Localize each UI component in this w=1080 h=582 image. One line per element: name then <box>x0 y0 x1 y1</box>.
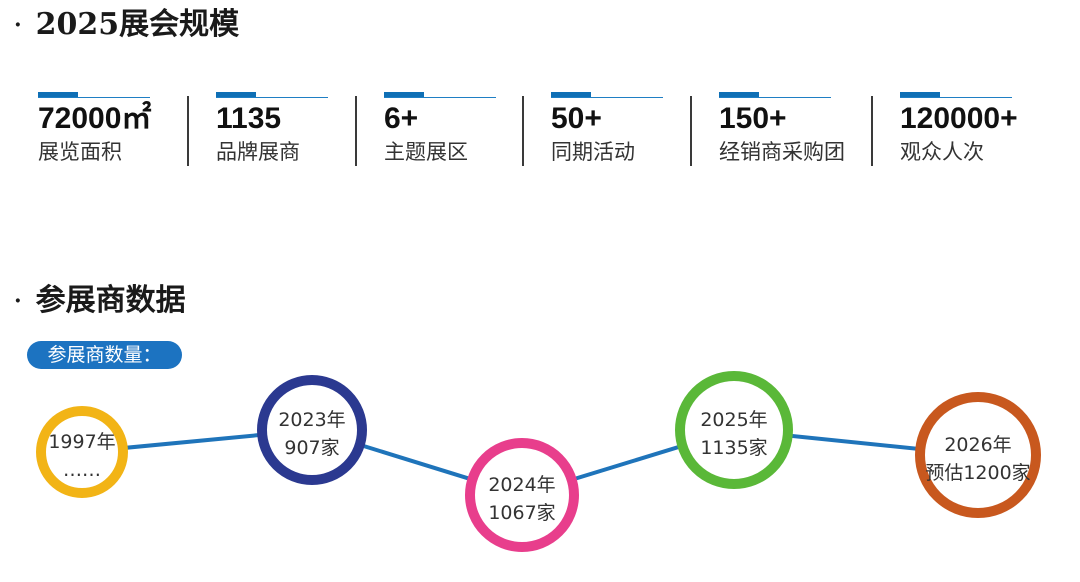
timeline-node: 2024年 1067家 <box>465 438 579 552</box>
stat-label: 经销商采购团 <box>719 140 845 164</box>
timeline-node-year: 2024年 <box>488 474 555 496</box>
timeline-node-year: 2026年 <box>944 434 1011 456</box>
stat-value: 120000+ <box>900 102 1018 135</box>
bullet-icon: · <box>14 288 22 314</box>
stat-value: 50+ <box>551 102 602 135</box>
scale-title-text: 2025展会规模 <box>35 7 240 42</box>
stat-label: 同期活动 <box>551 140 635 164</box>
timeline-node-count: 1135家 <box>700 437 767 459</box>
stat-divider <box>690 96 692 166</box>
stat-label: 展览面积 <box>38 140 122 164</box>
timeline-node-ring <box>257 375 367 485</box>
timeline-node-ring <box>675 371 793 489</box>
exhibitor-title-text: 参展商数据 <box>35 283 186 318</box>
stat-value: 6+ <box>384 102 419 135</box>
stat-divider <box>522 96 524 166</box>
timeline-node-year: 1997年 <box>48 431 115 453</box>
timeline-nodes: 1997年 …… 2023年 907家 2024年 1067家 2025年 1135家 2026… <box>36 371 1041 552</box>
section-title-scale: · 2025展会规模 <box>14 10 239 40</box>
exhibitor-count-badge: 参展商数量： <box>27 341 182 369</box>
timeline-node-year: 2023年 <box>278 409 345 431</box>
stat-divider <box>871 96 873 166</box>
stat-accent-bar <box>900 92 1012 98</box>
stat-label: 观众人次 <box>900 140 984 164</box>
stat-divider <box>355 96 357 166</box>
timeline-node-ring <box>36 406 128 498</box>
stat-accent-bar <box>384 92 496 98</box>
timeline-node-ring <box>915 392 1041 518</box>
timeline-node: 2025年 1135家 <box>675 371 793 489</box>
section-title-exhibitor: · 参展商数据 <box>14 286 186 316</box>
stat-accent-bar <box>551 92 663 98</box>
stat-divider <box>187 96 189 166</box>
timeline-node-count: …… <box>63 459 101 481</box>
timeline-node-ring <box>465 438 579 552</box>
stat-accent-bar <box>216 92 328 98</box>
stat-accent-bar <box>38 92 150 98</box>
stat-label: 品牌展商 <box>216 140 300 164</box>
stat-value: 72000㎡ <box>38 102 152 135</box>
stat-label: 主题展区 <box>384 140 468 164</box>
timeline-node-count: 907家 <box>284 437 339 459</box>
stat-accent-bar <box>719 92 831 98</box>
exhibitor-timeline: 1997年 …… 2023年 907家 2024年 1067家 2025年 1135家 2026… <box>36 371 1041 552</box>
stat-value: 150+ <box>719 102 787 135</box>
bullet-icon: · <box>14 12 22 38</box>
timeline-node: 1997年 …… <box>36 406 128 498</box>
timeline-node-year: 2025年 <box>700 409 767 431</box>
stat-value: 1135 <box>216 102 282 135</box>
timeline-node: 2023年 907家 <box>257 375 367 485</box>
timeline-node-count: 预估1200家 <box>925 462 1030 484</box>
timeline-node-count: 1067家 <box>488 502 555 524</box>
